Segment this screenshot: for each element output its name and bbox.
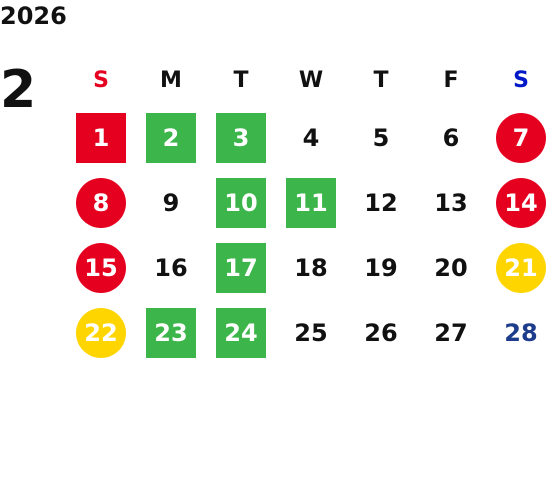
calendar-day-cell[interactable]: 7 [486, 105, 548, 170]
calendar-day-number: 27 [434, 318, 468, 347]
calendar-day-cell[interactable]: 15 [66, 235, 136, 300]
calendar-day-cell[interactable]: 13 [416, 170, 486, 235]
calendar-day-cell[interactable]: 12 [346, 170, 416, 235]
calendar-day-number: 7 [496, 112, 546, 163]
calendar-day-number: 18 [294, 253, 328, 282]
calendar-day-number: 4 [302, 123, 320, 152]
weekday-label: F [443, 67, 459, 93]
weekday-label: W [298, 67, 324, 93]
calendar-day-number: 13 [434, 188, 468, 217]
calendar-day-number: 23 [146, 307, 196, 358]
calendar-day-cell[interactable]: 22 [66, 300, 136, 365]
weekday-label: M [160, 67, 182, 93]
calendar-year: 2026 [0, 2, 67, 30]
calendar-day-number: 11 [286, 177, 336, 228]
calendar-month: 2 [0, 60, 37, 120]
calendar-day-number: 26 [364, 318, 398, 347]
calendar-week-row: 22 23 24 25 26 27 28 [66, 300, 548, 365]
calendar-day-cell[interactable]: 28 [486, 300, 548, 365]
calendar-day-cell[interactable]: 10 [206, 170, 276, 235]
weekday-label: S [513, 67, 529, 93]
weekday-label: T [373, 67, 389, 93]
calendar-day-cell[interactable]: 4 [276, 105, 346, 170]
calendar-day-number: 8 [76, 177, 126, 228]
calendar-day-number: 2 [146, 112, 196, 163]
calendar-day-cell[interactable]: 18 [276, 235, 346, 300]
calendar-day-number: 6 [442, 123, 460, 152]
calendar-day-number: 12 [364, 188, 398, 217]
calendar-day-cell[interactable]: 21 [486, 235, 548, 300]
calendar-day-number: 22 [76, 307, 126, 358]
calendar-day-number: 5 [372, 123, 390, 152]
calendar-day-number: 3 [216, 112, 266, 163]
weekday-label: S [93, 67, 109, 93]
calendar-day-number: 14 [496, 177, 546, 228]
calendar-day-number: 28 [504, 318, 538, 347]
calendar-week-row: 15 16 17 18 19 20 21 [66, 235, 548, 300]
calendar-day-cell[interactable]: 19 [346, 235, 416, 300]
calendar-day-number: 17 [216, 242, 266, 293]
calendar-day-cell[interactable]: 27 [416, 300, 486, 365]
calendar-day-cell[interactable]: 26 [346, 300, 416, 365]
calendar-day-number: 25 [294, 318, 328, 347]
calendar-day-cell[interactable]: 24 [206, 300, 276, 365]
calendar-day-cell[interactable]: 11 [276, 170, 346, 235]
calendar-day-cell[interactable]: 1 [66, 105, 136, 170]
calendar-day-cell[interactable]: 14 [486, 170, 548, 235]
calendar-day-number: 1 [76, 112, 126, 163]
calendar-day-cell[interactable]: 8 [66, 170, 136, 235]
calendar-day-number: 15 [76, 242, 126, 293]
calendar-day-cell[interactable]: 5 [346, 105, 416, 170]
calendar-day-number: 20 [434, 253, 468, 282]
calendar-day-number: 9 [162, 188, 180, 217]
calendar-day-cell[interactable]: 25 [276, 300, 346, 365]
calendar-day-cell[interactable]: 20 [416, 235, 486, 300]
calendar-day-number: 10 [216, 177, 266, 228]
calendar-day-cell[interactable]: 17 [206, 235, 276, 300]
calendar-day-cell[interactable]: 6 [416, 105, 486, 170]
calendar-day-number: 19 [364, 253, 398, 282]
calendar-day-cell[interactable]: 23 [136, 300, 206, 365]
calendar-day-cell[interactable]: 9 [136, 170, 206, 235]
calendar-day-cell[interactable]: 3 [206, 105, 276, 170]
calendar-day-number: 24 [216, 307, 266, 358]
calendar-day-cell[interactable]: 16 [136, 235, 206, 300]
calendar-day-cell[interactable]: 2 [136, 105, 206, 170]
weekday-label: T [233, 67, 249, 93]
calendar-week-row: 8 9 10 11 12 13 14 [66, 170, 548, 235]
calendar-day-number: 21 [496, 242, 546, 293]
calendar-day-number: 16 [154, 253, 188, 282]
